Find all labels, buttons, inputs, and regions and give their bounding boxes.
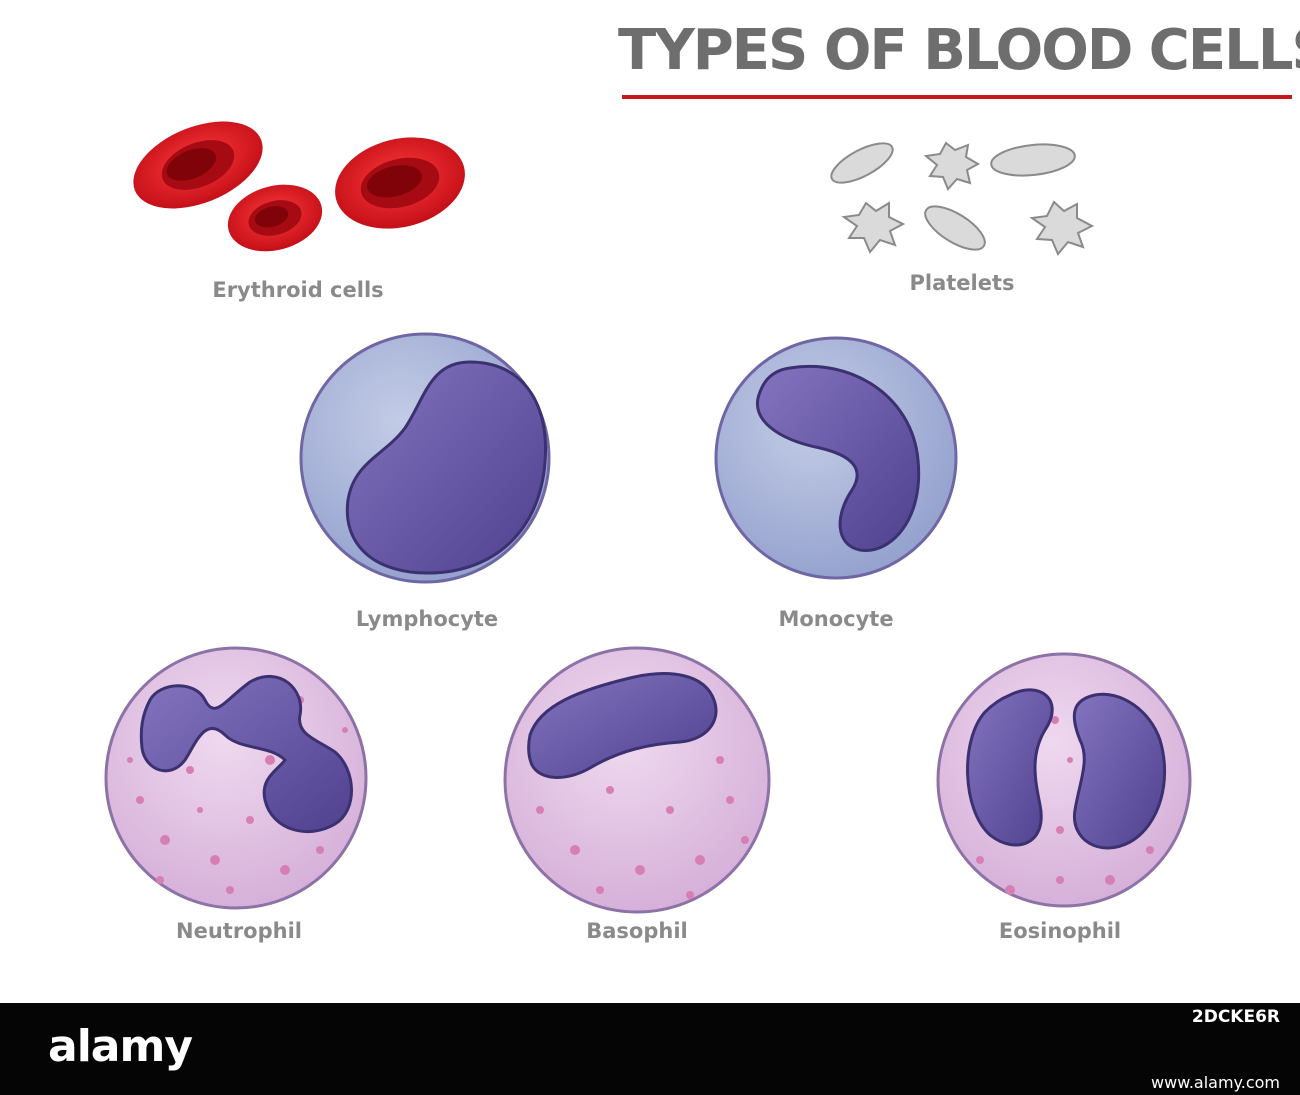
platelet-activated	[1029, 200, 1095, 256]
red-blood-cell	[133, 121, 263, 209]
red-blood-cell	[227, 184, 323, 252]
label-monocyte: Monocyte	[778, 607, 894, 631]
basophil-nucleus	[527, 672, 718, 779]
lymphocyte-illustration	[299, 332, 551, 584]
granules	[536, 756, 749, 899]
image-id: 2DCKE6R	[1191, 1007, 1280, 1027]
image-id-block: 2DCKE6R www.alamy.com	[1151, 1007, 1280, 1092]
label-erythroid-cells: Erythroid cells	[212, 278, 384, 302]
label-basophil: Basophil	[586, 919, 688, 943]
label-platelets: Platelets	[909, 271, 1015, 295]
label-lymphocyte: Lymphocyte	[355, 607, 499, 631]
alamy-logo: alamy	[48, 1021, 193, 1072]
eosinophil-nucleus-left-lobe	[966, 688, 1054, 847]
eosinophil-illustration	[936, 652, 1192, 908]
lymphocyte-nucleus	[345, 360, 548, 575]
platelet	[990, 143, 1076, 177]
neutrophil-nucleus	[139, 675, 353, 834]
eosinophil-nucleus-right-lobe	[1072, 692, 1167, 850]
watermark-footer: alamy 2DCKE6R www.alamy.com	[0, 1003, 1300, 1095]
title-underline	[622, 95, 1292, 99]
basophil-illustration	[503, 646, 771, 914]
blood-cells-diagram	[104, 121, 1192, 914]
erythroid-cells-illustration	[133, 121, 465, 252]
platelet-activated	[923, 141, 981, 191]
monocyte-illustration	[714, 336, 958, 580]
monocyte-nucleus	[756, 364, 921, 552]
platelet	[924, 205, 986, 251]
neutrophil-illustration	[104, 646, 368, 910]
platelet-activated	[841, 201, 906, 254]
label-neutrophil: Neutrophil	[176, 919, 302, 943]
watermark-url: www.alamy.com	[1151, 1073, 1280, 1092]
red-blood-cell	[335, 137, 465, 229]
label-eosinophil: Eosinophil	[998, 919, 1122, 943]
platelets-illustration	[830, 141, 1095, 256]
platelet	[830, 142, 894, 184]
granules	[976, 716, 1154, 895]
page-title: TYPES OF BLOOD CELLS	[618, 18, 1300, 83]
